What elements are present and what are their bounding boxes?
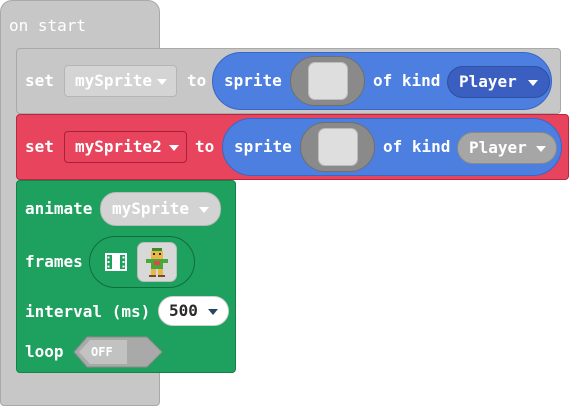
variable-name: mySprite bbox=[75, 71, 153, 90]
animate-block[interactable]: animate mySprite frames bbox=[16, 180, 236, 373]
chevron-down-icon bbox=[528, 80, 538, 86]
sprite-of-kind-block[interactable]: sprite of kind Player bbox=[222, 118, 562, 176]
interval-value: 500 bbox=[169, 301, 198, 320]
sprite-keyword: sprite bbox=[224, 71, 282, 90]
to-keyword: to bbox=[195, 137, 215, 156]
variable-dropdown-mySprite[interactable]: mySprite bbox=[64, 65, 177, 97]
frames-keyword: frames bbox=[25, 252, 83, 271]
set-mySprite2-block[interactable]: set mySprite2 to sprite of kind Player bbox=[16, 114, 569, 180]
loop-keyword: loop bbox=[25, 342, 64, 361]
sprite-image-field[interactable] bbox=[290, 56, 365, 106]
variable-dropdown-mySprite2[interactable]: mySprite2 bbox=[64, 131, 187, 163]
chevron-down-icon bbox=[169, 145, 179, 151]
loop-toggle[interactable]: OFF bbox=[73, 336, 163, 368]
sprite-image-field[interactable] bbox=[300, 122, 375, 172]
sprite-of-kind-block[interactable]: sprite of kind Player bbox=[212, 52, 552, 110]
interval-keyword: interval (ms) bbox=[25, 302, 151, 321]
loop-value: OFF bbox=[91, 345, 113, 359]
kind-dropdown[interactable]: Player bbox=[447, 66, 550, 98]
variable-name: mySprite2 bbox=[75, 137, 162, 156]
of-kind-keyword: of kind bbox=[373, 71, 441, 90]
kind-value: Player bbox=[469, 138, 527, 157]
animate-keyword: animate bbox=[25, 199, 93, 218]
character-sprite-icon bbox=[146, 248, 168, 277]
set-mySprite-block[interactable]: set mySprite to sprite of kind Player bbox=[16, 48, 561, 114]
sprite-keyword: sprite bbox=[234, 137, 292, 156]
set-keyword: set bbox=[25, 137, 54, 156]
frame-thumbnail bbox=[137, 242, 177, 282]
on-start-label: on start bbox=[9, 16, 87, 35]
toggle-shape-icon bbox=[73, 336, 163, 368]
set-keyword: set bbox=[25, 71, 54, 90]
empty-image-swatch bbox=[318, 128, 358, 166]
to-keyword: to bbox=[187, 71, 207, 90]
filmstrip-icon bbox=[105, 253, 127, 271]
empty-image-swatch bbox=[308, 62, 348, 100]
sprite-variable-name: mySprite bbox=[112, 199, 190, 218]
chevron-down-icon bbox=[536, 146, 546, 152]
chevron-down-icon bbox=[199, 207, 209, 213]
sprite-variable-dropdown[interactable]: mySprite bbox=[100, 192, 221, 226]
chevron-down-icon bbox=[208, 309, 218, 315]
of-kind-keyword: of kind bbox=[383, 137, 451, 156]
kind-value: Player bbox=[459, 72, 517, 91]
kind-dropdown[interactable]: Player bbox=[457, 132, 557, 164]
interval-dropdown[interactable]: 500 bbox=[158, 296, 229, 326]
frames-animation-field[interactable] bbox=[89, 236, 195, 288]
chevron-down-icon bbox=[157, 79, 167, 85]
